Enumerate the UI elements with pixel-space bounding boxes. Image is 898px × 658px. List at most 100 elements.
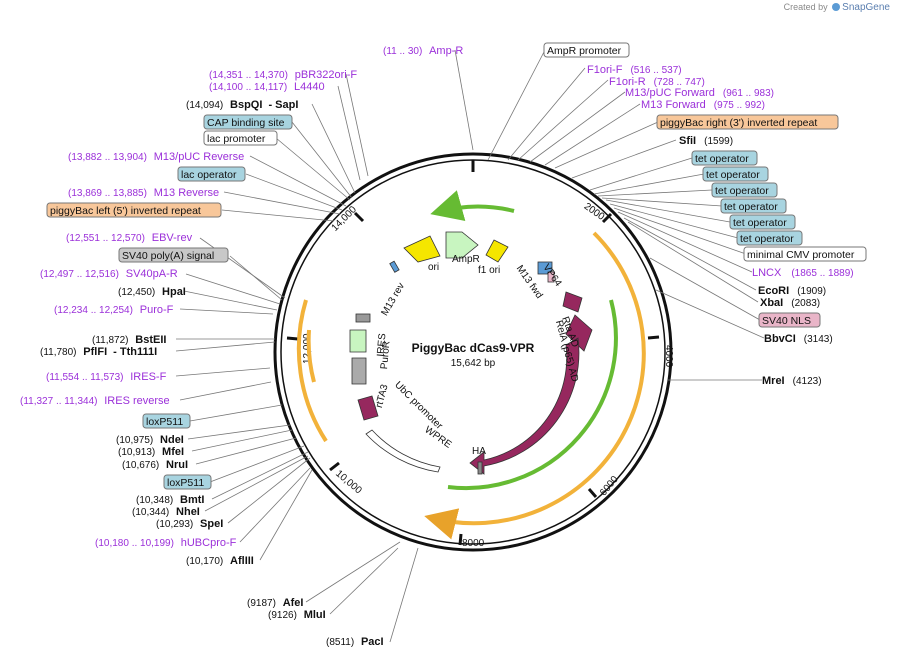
- callout-right-18[interactable]: BbvCI(3143): [764, 333, 833, 345]
- plasmid-size: 15,642 bp: [451, 358, 496, 369]
- left-leaders: [175, 49, 474, 643]
- created-by-text: Created by: [783, 2, 828, 12]
- callout-right-1[interactable]: F1ori-F(516 .. 537): [587, 64, 682, 76]
- callout-left-19[interactable]: loxP511: [146, 416, 183, 428]
- callout-left-28[interactable]: (10,170) AflIII: [186, 555, 254, 567]
- callout-left-2[interactable]: (14,100 .. 14,117) L4440: [209, 81, 325, 93]
- ires-feature: [351, 357, 367, 385]
- callout-right-3[interactable]: M13/pUC Forward(961 .. 983): [625, 87, 774, 99]
- callout-left-3[interactable]: (14,094) BspQI- SapI: [186, 99, 298, 111]
- callout-right-2[interactable]: F1ori-R(728 .. 747): [609, 76, 705, 88]
- green-arc-right: [447, 299, 618, 491]
- callout-left-9[interactable]: piggyBac left (5') inverted repeat: [50, 205, 201, 217]
- callout-left-12[interactable]: (12,497 .. 12,516) SV40pA-R: [40, 268, 178, 280]
- callout-left-13[interactable]: (12,450) HpaI: [118, 286, 186, 298]
- callout-right-9[interactable]: tet operator: [715, 185, 769, 197]
- callout-left-7[interactable]: lac operator: [181, 169, 237, 181]
- tick-label-10000: 10,000: [333, 468, 364, 496]
- callout-left-6[interactable]: (13,882 .. 13,904) M13/pUC Reverse: [68, 151, 244, 163]
- callout-right-19[interactable]: MreI(4123): [762, 375, 822, 387]
- callout-left-1[interactable]: (14,351 .. 14,370) pBR322ori-F: [209, 69, 357, 81]
- outer-feature-arcs: [296, 190, 646, 540]
- label-vp64: VP64: [540, 262, 563, 289]
- snapgene-logo-icon: [832, 3, 841, 11]
- callout-right-5[interactable]: piggyBac right (3') inverted repeat: [660, 117, 817, 129]
- label-rtta3: rtTA3: [374, 383, 391, 409]
- tick-14000: [353, 211, 365, 223]
- right-callouts: AmpR promoter F1ori-F(516 .. 537) F1ori-…: [543, 42, 867, 387]
- callout-right-0[interactable]: AmpR promoter: [547, 45, 622, 57]
- callout-left-29[interactable]: (9187) AfeI: [247, 597, 303, 609]
- label-m13-rev: M13 rev: [379, 281, 407, 318]
- callout-right-11-box: [729, 214, 796, 230]
- ha-tag-site: [477, 461, 483, 475]
- callout-left-8[interactable]: (13,869 .. 13,885) M13 Reverse: [68, 187, 219, 199]
- callout-right-13[interactable]: minimal CMV promoter: [747, 249, 855, 261]
- callout-left-31[interactable]: (8511) PacI: [326, 636, 384, 648]
- f1-ori-feature: [485, 239, 509, 263]
- callout-left-15[interactable]: (11,872) BstEII: [92, 334, 166, 346]
- callout-left-7-box: [177, 166, 246, 182]
- callout-left-23[interactable]: loxP511: [167, 477, 204, 489]
- callout-left-4[interactable]: CAP binding site: [207, 117, 285, 129]
- callout-right-11[interactable]: tet operator: [733, 217, 787, 229]
- callout-right-10[interactable]: tet operator: [724, 201, 778, 213]
- callout-left-19-box: [142, 413, 191, 429]
- callout-right-13-box: [743, 246, 867, 262]
- callout-left-20[interactable]: (10,975) NdeI: [116, 434, 184, 446]
- cmv-site: [547, 271, 555, 283]
- callout-left-30[interactable]: (9126) MluI: [268, 609, 326, 621]
- puror-feature: [349, 329, 367, 353]
- orange-arc-right: [424, 231, 646, 540]
- callout-right-16[interactable]: XbaI(2083): [760, 297, 820, 309]
- callout-right-6[interactable]: SfiI(1599): [679, 135, 733, 147]
- snapgene-branding: Created by SnapGene: [784, 2, 890, 13]
- orange-arc-small-left: [306, 329, 316, 383]
- callout-left-22[interactable]: (10,676) NruI: [122, 459, 188, 471]
- callout-right-8[interactable]: tet operator: [706, 169, 760, 181]
- callout-right-0-box: [543, 42, 630, 58]
- callout-left-27[interactable]: (10,180 .. 10,199) hUBCpro-F: [95, 537, 237, 549]
- callout-right-4[interactable]: M13 Forward(975 .. 992): [641, 99, 765, 111]
- label-f1-ori: f1 ori: [478, 265, 500, 276]
- plasmid-name: PiggyBac dCas9-VPR: [412, 341, 535, 355]
- callout-right-8-box: [702, 166, 769, 182]
- tick-10000: [329, 461, 340, 472]
- callout-right-17[interactable]: SV40 NLS: [762, 315, 811, 327]
- callout-left-26[interactable]: (10,293) SpeI: [156, 518, 223, 530]
- callout-left-11[interactable]: SV40 poly(A) signal: [122, 250, 214, 262]
- left-callouts: (11 .. 30) Amp-R (14,351 .. 14,370) pBR3…: [20, 45, 463, 648]
- callout-right-15[interactable]: EcoRI(1909): [758, 285, 826, 297]
- rtta3-feature: [357, 395, 379, 421]
- callout-left-10[interactable]: (12,551 .. 12,570) EBV-rev: [66, 232, 193, 244]
- sv40pa-feature: [355, 313, 371, 323]
- callout-left-9-box: [46, 202, 222, 218]
- tick-6000: [587, 488, 598, 498]
- callout-left-24[interactable]: (10,348) BmtI: [136, 494, 204, 506]
- label-ampr: AmpR: [452, 254, 480, 265]
- callout-right-14[interactable]: LNCX(1865 .. 1889): [752, 267, 854, 279]
- callout-right-12[interactable]: tet operator: [740, 233, 794, 245]
- callout-left-0[interactable]: (11 .. 30) Amp-R: [383, 45, 463, 57]
- cas9-feature: [469, 337, 580, 475]
- callout-left-14[interactable]: (12,234 .. 12,254) Puro-F: [54, 304, 174, 316]
- callout-left-23-box: [163, 474, 212, 490]
- label-puror: PuroR: [379, 341, 392, 370]
- callout-left-17[interactable]: (11,554 .. 11,573) IRES-F: [46, 371, 167, 383]
- label-ubc-promoter: UbC promoter: [392, 380, 445, 433]
- callout-left-21[interactable]: (10,913) MfeI: [118, 446, 184, 458]
- callout-right-17-box: [758, 312, 821, 328]
- callout-left-5[interactable]: lac promoter: [207, 133, 266, 145]
- callout-left-4-box: [203, 114, 293, 130]
- ori-feature: [403, 235, 441, 263]
- callout-left-18[interactable]: (11,327 .. 11,344) IRES reverse: [20, 395, 170, 407]
- callout-left-16[interactable]: (11,780) PflFI- Tth111I: [40, 346, 157, 358]
- tick-8000: [458, 533, 463, 546]
- callout-left-11-box: [118, 247, 229, 263]
- orange-arc-left: [296, 299, 328, 443]
- tick-label-8000: 8000: [462, 538, 485, 549]
- callout-left-25[interactable]: (10,344) NheI: [132, 506, 200, 518]
- callout-right-7[interactable]: tet operator: [695, 153, 749, 165]
- rela-feature: [565, 314, 593, 352]
